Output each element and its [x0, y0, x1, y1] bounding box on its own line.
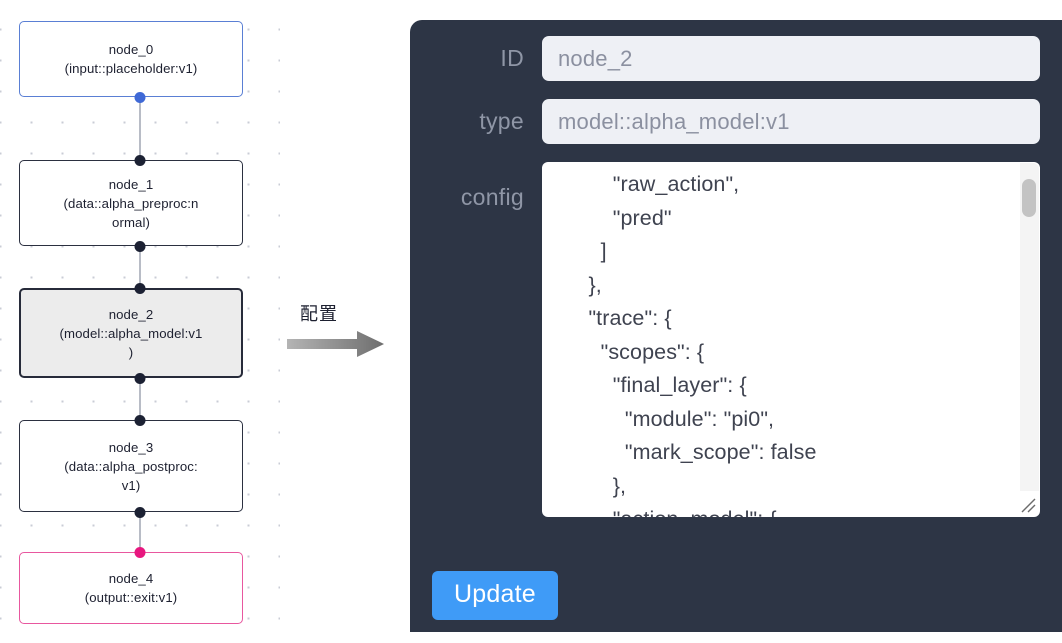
- graph-node-node_1[interactable]: node_1 (data::alpha_preproc:n ormal): [19, 160, 243, 246]
- handle-node_3-source[interactable]: [134, 507, 146, 518]
- node-type-label: (data::alpha_postproc:: [64, 458, 198, 474]
- config-field-label: config: [460, 184, 524, 210]
- transition-arrow-group: 配置: [287, 300, 392, 362]
- graph-node-node_0[interactable]: node_0 (input::placeholder:v1): [19, 21, 243, 97]
- edge-node0-node1: [139, 97, 141, 160]
- field-row-id: ID: [422, 36, 1040, 81]
- node-id-label: node_1: [108, 176, 154, 192]
- node-id-label: node_4: [108, 571, 154, 586]
- node-type-label: (model::alpha_model:v1: [59, 325, 203, 341]
- node-type-label-cont: ): [128, 344, 134, 360]
- config-textarea[interactable]: "raw_action", "pred" ] }, "trace": { "sc…: [542, 162, 1040, 517]
- type-field-label: type: [479, 108, 524, 134]
- node-type-label-cont: v1): [121, 477, 141, 493]
- graph-node-node_4[interactable]: node_4 (output::exit:v1): [19, 552, 243, 624]
- resize-grip-icon[interactable]: [1018, 495, 1038, 515]
- type-input[interactable]: [542, 99, 1040, 144]
- handle-node_0-source[interactable]: [134, 92, 146, 103]
- handle-node_4-target[interactable]: [134, 547, 146, 558]
- config-textarea-wrapper: "raw_action", "pred" ] }, "trace": { "sc…: [542, 162, 1040, 517]
- right-arrow-icon: [287, 331, 384, 357]
- node-config-panel: ID type config "raw_action", "pred" ] },…: [410, 20, 1062, 632]
- handle-node_1-target[interactable]: [134, 155, 146, 166]
- handle-node_1-source[interactable]: [134, 241, 146, 252]
- transition-caption: 配置: [300, 304, 338, 325]
- config-scrollbar-track[interactable]: [1020, 163, 1039, 491]
- handle-node_3-target[interactable]: [134, 415, 146, 426]
- node-id-label: node_0: [108, 42, 154, 57]
- handle-node_2-source[interactable]: [134, 373, 146, 384]
- node-type-label-cont: ormal): [112, 214, 150, 230]
- edge-node2-node3: [139, 378, 141, 420]
- field-row-config: config "raw_action", "pred" ] }, "trace"…: [422, 162, 1040, 517]
- node-id-label: node_2: [108, 306, 154, 322]
- node-type-label: (output::exit:v1): [84, 590, 178, 605]
- graph-node-node_2[interactable]: node_2 (model::alpha_model:v1 ): [19, 288, 243, 378]
- node-type-label: (input::placeholder:v1): [64, 61, 198, 76]
- edge-node3-node4: [139, 512, 141, 552]
- id-input[interactable]: [542, 36, 1040, 81]
- update-button[interactable]: Update: [432, 571, 558, 620]
- id-field-label: ID: [500, 45, 524, 71]
- field-row-type: type: [422, 99, 1040, 144]
- node-type-label: (data::alpha_preproc:n: [63, 195, 199, 211]
- handle-node_2-target[interactable]: [134, 283, 146, 294]
- edge-node1-node2: [139, 246, 141, 288]
- graph-canvas[interactable]: node_0 (input::placeholder:v1) node_1 (d…: [0, 0, 280, 643]
- config-scrollbar-thumb[interactable]: [1022, 179, 1036, 217]
- node-id-label: node_3: [108, 439, 154, 455]
- graph-node-node_3[interactable]: node_3 (data::alpha_postproc: v1): [19, 420, 243, 512]
